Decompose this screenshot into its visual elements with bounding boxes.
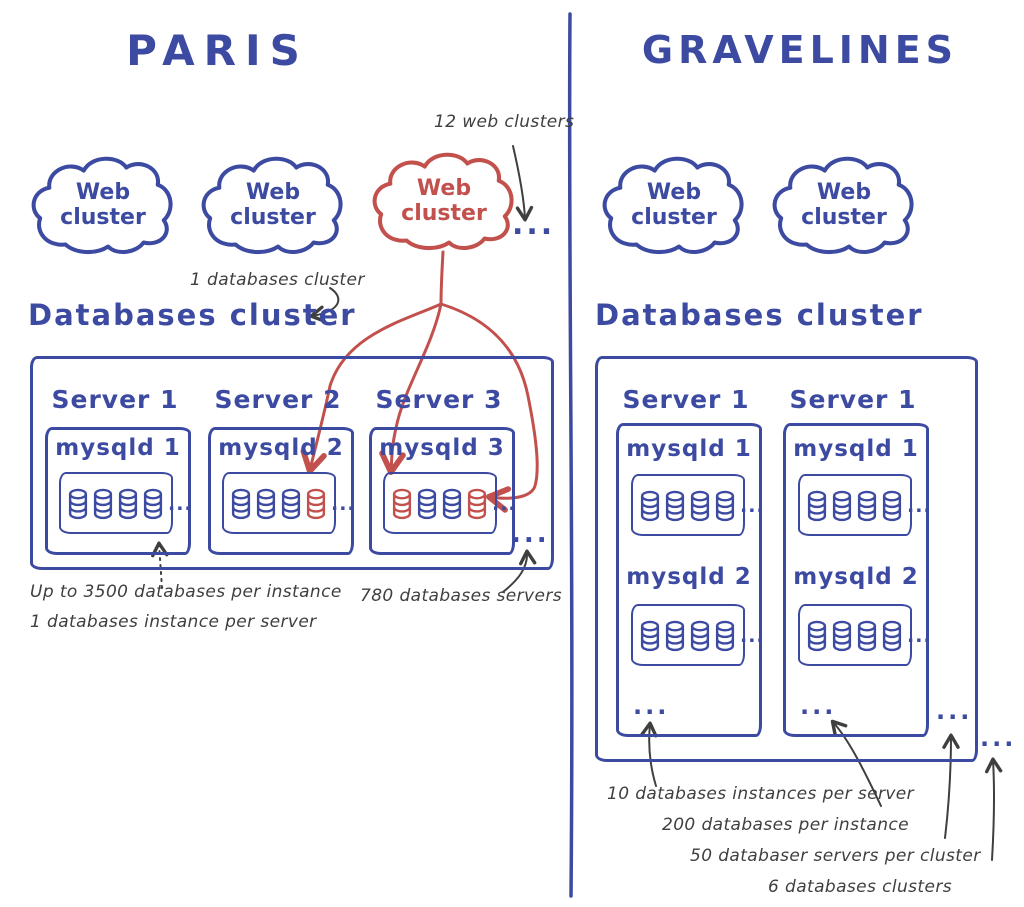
- databases-cluster-label-gravelines: Databases cluster: [595, 298, 924, 332]
- mysqld-label: mysqld 1: [793, 436, 919, 462]
- ellipsis-databases: ...: [907, 494, 932, 517]
- database-icon-highlighted: [466, 487, 488, 521]
- ellipsis-databases: ...: [492, 492, 517, 515]
- server-box: mysqld 1 ...: [45, 427, 192, 555]
- ellipsis-clusters: ...: [980, 724, 1017, 752]
- mysqld-label: mysqld 1: [55, 435, 181, 461]
- database-icon: [441, 487, 463, 521]
- database-icon: [280, 487, 302, 521]
- ellipsis-servers-gravelines: ...: [936, 697, 973, 725]
- web-cluster-cloud: Web cluster: [197, 150, 349, 258]
- cloud-label: Web cluster: [401, 176, 487, 227]
- note-servers-per-cluster: 50 databaser servers per cluster: [690, 846, 981, 866]
- database-icon: [714, 489, 736, 523]
- database-icon: [117, 487, 139, 521]
- ellipsis-servers-paris: ...: [511, 519, 550, 549]
- database-icon: [806, 619, 828, 653]
- database-icon: [639, 489, 661, 523]
- database-icon: [639, 619, 661, 653]
- databases-cluster-box-gravelines: Server 1 Server 1 mysqld 1 ... mysqld 2: [595, 356, 978, 762]
- database-icon: [806, 489, 828, 523]
- ellipsis-databases: ...: [907, 624, 932, 647]
- paris-region: PARIS 12 web clusters Web cluster Web cl…: [27, 26, 574, 632]
- database-icon-highlighted: [391, 487, 413, 521]
- note-12-web-clusters: 12 web clusters: [434, 112, 575, 132]
- note-1-databases-cluster: 1 databases cluster: [190, 270, 365, 290]
- server-box: mysqld 3 ...: [369, 427, 516, 555]
- note-instances-per-server: 10 databases instances per server: [607, 784, 915, 804]
- database-icon: [689, 619, 711, 653]
- server-label: Server 1: [789, 385, 917, 414]
- database-icon: [664, 489, 686, 523]
- ellipsis-web-clusters: ...: [512, 207, 556, 242]
- database-icon: [714, 619, 736, 653]
- databases-cluster-box-paris: Server 1 Server 2 Server 3 mysqld 1 ... …: [30, 356, 554, 570]
- note-databases-servers: 780 databases servers: [360, 586, 562, 606]
- databases-box: ...: [798, 474, 931, 536]
- server-label: Server 1: [622, 385, 750, 414]
- databases-cluster-label-paris: Databases cluster: [28, 298, 357, 332]
- cloud-label: Web cluster: [631, 180, 717, 231]
- databases-box: ...: [798, 604, 931, 666]
- database-icon-highlighted: [305, 487, 327, 521]
- database-icon: [92, 487, 114, 521]
- server-box: mysqld 1 ... mysqld 2 ... ...: [616, 423, 764, 737]
- web-cluster-cloud: Web cluster: [768, 150, 920, 258]
- databases-box: ...: [59, 472, 192, 534]
- mysqld-label: mysqld 2: [218, 435, 344, 461]
- mysqld-label: mysqld 2: [793, 564, 919, 590]
- database-icon: [67, 487, 89, 521]
- database-icon: [856, 619, 878, 653]
- database-icon: [142, 487, 164, 521]
- note-databases-per-instance: 200 databases per instance: [662, 815, 909, 835]
- ellipsis-databases: ...: [168, 492, 193, 515]
- databases-box: ...: [383, 472, 516, 534]
- database-icon: [831, 489, 853, 523]
- database-icon: [831, 619, 853, 653]
- databases-box: ...: [631, 604, 764, 666]
- gravelines-title: GRAVELINES: [641, 28, 959, 72]
- database-icon: [664, 619, 686, 653]
- ellipsis-instances: ...: [633, 692, 670, 720]
- cloud-label: Web cluster: [801, 180, 887, 231]
- database-icon: [416, 487, 438, 521]
- databases-box: ...: [631, 474, 764, 536]
- note-databases-clusters: 6 databases clusters: [768, 877, 952, 897]
- gravelines-region: GRAVELINES Web cluster Web cluster Datab…: [570, 0, 1024, 907]
- ellipsis-databases: ...: [331, 492, 356, 515]
- server-box: mysqld 2 ...: [208, 427, 355, 555]
- web-cluster-cloud: Web cluster: [598, 150, 750, 258]
- database-icon: [856, 489, 878, 523]
- ellipsis-databases: ...: [740, 494, 765, 517]
- server-label: Server 3: [375, 385, 503, 414]
- note-instances-per-server: 1 databases instance per server: [30, 612, 317, 632]
- mysqld-label: mysqld 2: [626, 564, 752, 590]
- mysqld-label: mysqld 3: [379, 435, 505, 461]
- ellipsis-databases: ...: [740, 624, 765, 647]
- note-databases-per-instance: Up to 3500 databases per instance: [30, 582, 342, 602]
- server-box: mysqld 1 ... mysqld 2 ... ...: [783, 423, 931, 737]
- server-label: Server 1: [51, 385, 179, 414]
- server-label: Server 2: [214, 385, 342, 414]
- database-icon: [881, 619, 903, 653]
- web-cluster-cloud: Web cluster: [27, 150, 179, 258]
- web-cluster-cloud-highlighted: Web cluster: [368, 146, 520, 254]
- mysqld-label: mysqld 1: [626, 436, 752, 462]
- database-icon: [689, 489, 711, 523]
- database-icon: [230, 487, 252, 521]
- cloud-label: Web cluster: [60, 180, 146, 231]
- database-icon: [255, 487, 277, 521]
- database-icon: [881, 489, 903, 523]
- paris-title: PARIS: [126, 26, 309, 75]
- cloud-label: Web cluster: [230, 180, 316, 231]
- databases-box: ...: [222, 472, 355, 534]
- ellipsis-instances: ...: [800, 692, 837, 720]
